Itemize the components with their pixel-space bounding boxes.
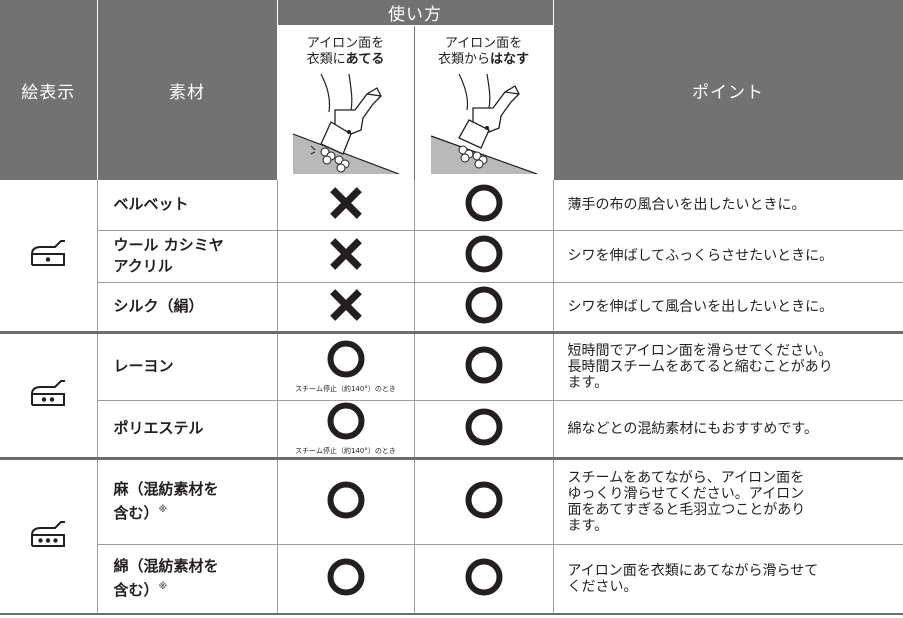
point-cell: スチームをあてながら、アイロン面をゆっくり滑らせてください。アイロン面をあてすぎ…: [553, 458, 903, 545]
iron-touching-fabric-illustration: [292, 74, 399, 174]
away-mark-cell: [414, 400, 554, 460]
material-name: レーヨン: [113, 357, 174, 375]
point-cell: アイロン面を衣類にあてながら滑らせてください。: [553, 544, 903, 615]
table-row: シルク（絹） シワを伸ばして風合いを出したいときに。: [0, 282, 903, 334]
point-cell: 綿などとの混紡素材にもおすすめです。: [553, 400, 903, 460]
circle-icon: [464, 557, 504, 597]
iron-three-dots-icon: [31, 521, 66, 548]
material-cell: 麻（混紡素材を含む）※: [97, 458, 278, 545]
material-cell: ウール カシミヤアクリル: [97, 230, 278, 283]
circle-icon: [464, 183, 504, 223]
away-mark-cell: [414, 180, 554, 231]
material-name: 綿（混紡素材を: [113, 557, 219, 576]
point-cell: シワを伸ばしてふっくらさせたいときに。: [553, 230, 903, 283]
steam-off-note: スチーム停止（約140°）のとき: [295, 447, 396, 455]
material-name: 麻（混紡素材を: [113, 480, 219, 498]
steam-off-note: スチーム停止（約140°）のとき: [295, 385, 396, 393]
footnote-mark: ※: [158, 505, 168, 515]
usage-touch-header: アイロン面を 衣類にあてる: [276, 25, 415, 180]
usage-away-line1: アイロン面を: [444, 36, 523, 51]
circle-icon: [326, 339, 366, 379]
material-name: ベルベット: [113, 195, 189, 214]
material-cell: ポリエステル: [97, 400, 278, 460]
touch-mark-cell: [277, 458, 415, 545]
point-cell: 薄手の布の風合いを出したいときに。: [553, 180, 903, 231]
touch-mark-cell: スチーム停止（約140°）のとき: [277, 332, 415, 401]
iron-high-temp-cell: [0, 458, 98, 615]
point-text: 綿などとの混紡素材にもおすすめです。: [567, 420, 818, 437]
circle-icon: [464, 407, 504, 447]
circle-icon: [326, 401, 366, 441]
symbol-header: 絵表示: [0, 0, 97, 180]
material-cell: レーヨン: [97, 332, 278, 401]
cross-icon: [327, 184, 365, 222]
point-header: ポイント: [552, 0, 903, 180]
iron-away-from-fabric-illustration: [430, 74, 537, 174]
point-text: シワを伸ばしてふっくらさせたいときに。: [567, 248, 834, 264]
table-row: ベルベット 薄手の布の風合いを出したいときに。: [0, 180, 903, 334]
material-cell: シルク（絹）: [97, 282, 278, 334]
usage-away-line2-bold: はなす: [490, 52, 530, 67]
point-cell: シワを伸ばして風合いを出したいときに。: [553, 282, 903, 334]
table-row: 綿（混紡素材を含む）※ アイロン面を衣類にあてながら滑らせてください。: [0, 544, 903, 615]
away-mark-cell: [414, 230, 554, 283]
point-text: ください。: [567, 578, 638, 595]
circle-icon: [464, 480, 504, 520]
usage-away-header: アイロン面を 衣類からはなす: [413, 25, 554, 180]
point-text: スチームをあてながら、アイロン面を: [567, 469, 805, 486]
touch-mark-cell: [277, 282, 415, 334]
circle-icon: [464, 285, 504, 325]
table-row: ウール カシミヤアクリル シワを伸ばしてふっくらさせたいときに。: [0, 230, 903, 283]
iron-one-dot-icon: [31, 240, 66, 267]
iron-medium-temp-cell: [0, 332, 98, 460]
point-text: 面をあてすぎると毛羽立つことがあり: [567, 501, 806, 518]
point-text: アイロン面を衣類にあてながら滑らせて: [567, 562, 819, 579]
usage-away-line2-pre: 衣類から: [437, 52, 490, 67]
point-text: ます。: [567, 374, 609, 391]
iron-two-dots-icon: [31, 380, 66, 406]
touch-mark-cell: [277, 180, 415, 231]
point-text: ゆっくり滑らせてください。アイロン: [567, 485, 805, 502]
material-name-line2: アクリル: [113, 257, 173, 275]
cross-icon: [327, 286, 365, 324]
touch-mark-cell: [277, 230, 415, 283]
circle-icon: [326, 557, 366, 597]
touch-mark-cell: スチーム停止（約140°）のとき: [277, 400, 415, 460]
material-name: ポリエステル: [113, 419, 204, 437]
footnote-mark: ※: [158, 582, 168, 593]
circle-icon: [326, 480, 366, 520]
point-text: 長時間スチームをあてると縮むことがあり: [567, 358, 833, 375]
iron-low-temp-cell: [0, 180, 98, 334]
usage-touch-line1: アイロン面を: [306, 36, 385, 51]
away-mark-cell: [414, 458, 554, 545]
point-text: 短時間でアイロン面を滑らせてください。: [567, 342, 833, 359]
material-name: シルク（絹）: [113, 297, 204, 315]
point-cell: 短時間でアイロン面を滑らせてください。長時間スチームをあてると縮むことがあります…: [553, 332, 903, 401]
table-row: レーヨン スチーム停止（約140°）のとき 短時間でアイロン面を滑らせてください…: [0, 332, 903, 460]
point-text: 薄手の布の風合いを出したいときに。: [567, 196, 806, 213]
point-text: ます。: [567, 517, 609, 534]
table-row: 麻（混紡素材を含む）※ スチームをあてながら、アイロン面をゆっくり滑らせてくださ…: [0, 458, 903, 615]
away-mark-cell: [414, 282, 554, 334]
table-row: ポリエステル スチーム停止（約140°）のとき 綿などとの混紡素材にもおすすめで…: [0, 400, 903, 460]
touch-mark-cell: [277, 544, 415, 615]
material-header: 素材: [96, 0, 278, 180]
away-mark-cell: [414, 544, 554, 615]
cross-icon: [327, 235, 365, 273]
point-text: シワを伸ばして風合いを出したいときに。: [567, 298, 834, 315]
material-name: ウール カシミヤ: [113, 236, 224, 254]
usage-touch-line2-bold: あてる: [345, 52, 385, 67]
material-name-line2: 含む）: [113, 581, 159, 600]
usage-header: 使い方: [277, 0, 553, 26]
circle-icon: [464, 234, 504, 274]
usage-touch-line2-pre: 衣類に: [306, 52, 346, 67]
material-cell: 綿（混紡素材を含む）※: [97, 544, 278, 615]
away-mark-cell: [414, 332, 554, 401]
circle-icon: [464, 345, 504, 385]
material-name-line2: 含む）: [113, 504, 159, 522]
material-cell: ベルベット: [97, 180, 278, 231]
